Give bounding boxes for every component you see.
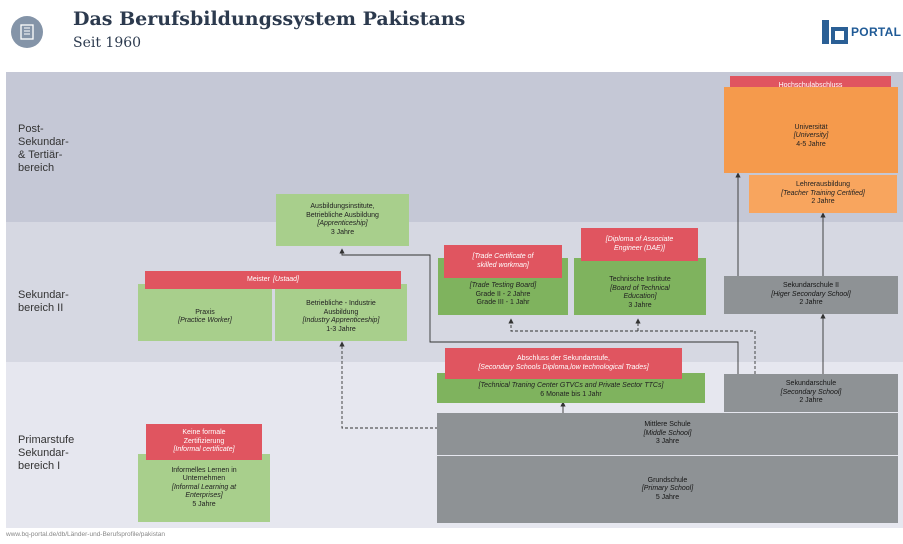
- book-icon: [11, 16, 43, 48]
- level-label-prim: Primarstufe Sekundar- bereich I: [18, 434, 75, 472]
- logo-text: PORTAL: [851, 25, 902, 39]
- source-url: www.bq-portal.de/db/Länder-und-Berufspro…: [6, 531, 165, 538]
- diploma-associate-label: [Diploma of Associate Engineer (DAE)]: [581, 228, 698, 261]
- bq-logo-icon: [822, 20, 848, 44]
- industry-apprenticeship-box: Betriebliche - Industrie Ausbildung [Ind…: [275, 284, 407, 341]
- secondary-school-box: Sekundarschule [Secondary School] 2 Jahr…: [724, 374, 898, 412]
- page-subtitle: Seit 1960: [73, 35, 142, 51]
- higher-secondary-box: Sekundarschule II [Higer Secondary Schoo…: [724, 276, 898, 314]
- page-title: Das Berufsbildungssystem Pakistans: [73, 8, 466, 30]
- level-label-post: Post- Sekundar- & Tertiär- bereich: [18, 123, 69, 174]
- informal-learning-box: Informelles Lernen in Unternehmen [Infor…: [138, 454, 270, 522]
- meister-label: Meister [Ustaad]: [145, 271, 401, 289]
- apprenticeship-institute-box: Ausbildungsinstitute, Betriebliche Ausbi…: [276, 194, 409, 246]
- informal-certificate-label: Keine formale Zertifizierung [Informal c…: [146, 424, 262, 460]
- trade-certificate-label: [Trade Certificate of skilled workman]: [444, 245, 562, 278]
- logo: PORTAL: [822, 20, 901, 44]
- technical-institute-box: Technische Institute [Board of Technical…: [574, 258, 706, 315]
- middle-school-box: Mittlere Schule [Middle School] 3 Jahre: [437, 413, 898, 455]
- level-label-sek2: Sekundar- bereich II: [18, 289, 69, 314]
- practice-worker-box: Praxis [Practice Worker]: [138, 284, 272, 341]
- university-box: Universität [University] 4-5 Jahre: [724, 87, 898, 173]
- teacher-training-box: Lehrerausbildung [Teacher Training Certi…: [749, 175, 897, 213]
- primary-school-box: Grundschule [Primary School] 5 Jahre: [437, 456, 898, 523]
- secondary-diploma-label: Abschluss der Sekundarstufe, [Secondary …: [445, 348, 682, 379]
